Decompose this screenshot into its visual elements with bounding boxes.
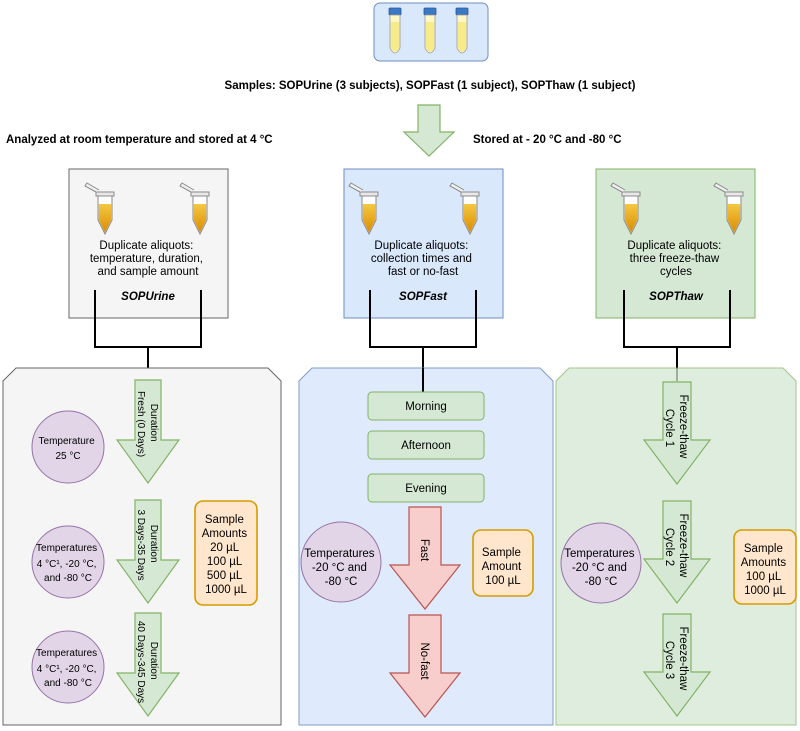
duration-arrow-3: Duration 40 Days-345 Days [115, 612, 181, 718]
svg-text:Freeze-thaw Cycle 3: Freeze-thaw Cycle 3 [663, 626, 689, 693]
samples-down-arrow [402, 104, 456, 157]
svg-text:Freeze-thaw Cycle 1: Freeze-thaw Cycle 1 [663, 394, 689, 461]
sop-fast-aliquot-text: Duplicate aliquots: collection times and… [371, 240, 475, 278]
sop-urine-column: Duplicate aliquots: temperature, duratio… [2, 168, 282, 726]
sop-urine-connector [94, 290, 202, 368]
sop-thaw-column: Duplicate aliquots: three freeze-thaw cy… [555, 168, 797, 726]
svg-text:Freeze-thaw Cycle 2: Freeze-thaw Cycle 2 [663, 513, 689, 580]
duration-arrow-1: Duration Fresh (0 Days) [115, 379, 181, 485]
sop-fast-name: SOPFast [399, 291, 448, 303]
sop-urine-amounts-box: Sample Amounts 20 µL 100 µL 500 µL 1000 … [194, 500, 258, 606]
samples-label: Samples: SOPUrine (3 subjects), SOPFast … [225, 80, 636, 92]
svg-text:Sample Amounts: Sample Amounts 20 µL 100 µL 500 µL 1000 … [202, 514, 251, 596]
left-heading: Analyzed at room temperature and stored … [6, 134, 273, 146]
svg-text:Fast: Fast [418, 539, 430, 562]
fast-arrow: Fast [388, 506, 462, 610]
freeze-thaw-arrow-2: Freeze-thaw Cycle 2 [642, 500, 712, 604]
sop-fast-column: Duplicate aliquots: collection times and… [298, 168, 554, 726]
time-box-evening: Evening [367, 473, 485, 503]
sop-fast-temperature-circle: Temperatures -20 °C and -80 °C [300, 521, 382, 603]
sop-urine-aliquot-text: Duplicate aliquots: temperature, duratio… [90, 240, 206, 278]
sample-vials-box [373, 2, 489, 62]
sop-thaw-name: SOPThaw [649, 291, 704, 303]
svg-text:Evening: Evening [405, 483, 447, 495]
temperature-circle-1: Temperature 25 °C [31, 410, 105, 484]
svg-text:Temperatures 4 °C¹, -2: Temperatures 4 °C¹, -20 °C, and -80 °C [36, 648, 100, 689]
svg-text:Sample Amounts: Sample Amounts 100 µL 1000 µL [741, 543, 790, 597]
temperature-circle-2: Temperatures 4 °C¹, -20 °C, and -80 °C [31, 525, 105, 599]
svg-text:Temperatures 4 °C¹, -2: Temperatures 4 °C¹, -20 °C, and -80 °C [36, 543, 100, 584]
svg-text:Morning: Morning [405, 401, 447, 413]
sop-urine-name: SOPUrine [121, 291, 175, 303]
svg-text:Temperatures -20 °C an: Temperatures -20 °C and -80 °C [564, 548, 638, 588]
right-heading: Stored at - 20 °C and -80 °C [473, 134, 622, 146]
no-fast-arrow: No-fast [388, 614, 462, 718]
time-box-morning: Morning [367, 391, 485, 421]
sop-fast-amount-box: Sample Amount 100 µL [472, 529, 534, 597]
sop-thaw-temperature-circle: Temperatures -20 °C and -80 °C [560, 522, 642, 604]
temperature-circle-3: Temperatures 4 °C¹, -20 °C, and -80 °C [31, 630, 105, 704]
freeze-thaw-arrow-3: Freeze-thaw Cycle 3 [642, 613, 712, 717]
sop-thaw-amounts-box: Sample Amounts 100 µL 1000 µL [733, 529, 797, 605]
svg-text:Temperatures -20 °C an: Temperatures -20 °C and -80 °C [304, 548, 378, 588]
sop-thaw-aliquot-text: Duplicate aliquots: three freeze-thaw cy… [627, 240, 724, 278]
svg-text:No-fast: No-fast [418, 642, 430, 680]
vial-icon [423, 7, 437, 54]
svg-text:Sample Amount: Sample Amount 100 µL [482, 547, 525, 587]
time-box-afternoon: Afternoon [367, 430, 485, 460]
svg-text:Temperature 25 °C: Temperature 25 °C [39, 436, 98, 462]
svg-text:Duration Fresh (0 Days: Duration Fresh (0 Days) [135, 391, 159, 457]
svg-text:Duration 3 Days-35 Day: Duration 3 Days-35 Days [135, 509, 159, 580]
svg-text:Duration 40 Days-345 D: Duration 40 Days-345 Days [135, 621, 159, 703]
freeze-thaw-arrow-1: Freeze-thaw Cycle 1 [642, 381, 712, 485]
vial-icon [388, 7, 402, 54]
duration-arrow-2: Duration 3 Days-35 Days [115, 499, 181, 605]
vial-icon [455, 7, 469, 54]
svg-text:Afternoon: Afternoon [401, 440, 451, 452]
